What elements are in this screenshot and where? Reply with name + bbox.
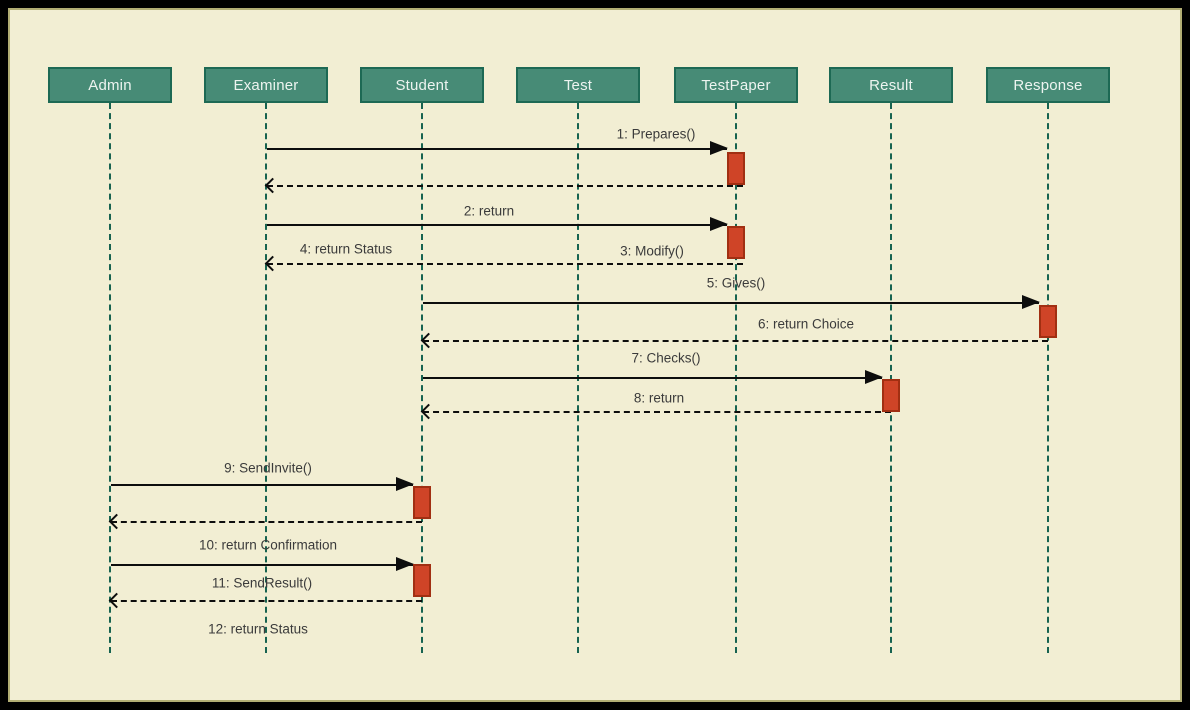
actor-box-testpaper: TestPaper (674, 67, 798, 103)
message-label-10: 10: return Confirmation (198, 537, 338, 553)
actor-box-result: Result (829, 67, 953, 103)
activation-response (1039, 305, 1057, 338)
message-label-4: 4: return Status (299, 241, 393, 257)
message-arrow-gives (423, 295, 1040, 309)
message-label-5: 5: Gives() (706, 275, 766, 291)
activation-testpaper-1 (727, 152, 745, 185)
lifeline-examiner (265, 103, 267, 653)
actor-box-response: Response (986, 67, 1110, 103)
return-arrow-12 (108, 592, 422, 609)
activation-result (882, 379, 900, 412)
message-label-12: 12: return Status (208, 621, 308, 637)
actor-box-student: Student (360, 67, 484, 103)
return-arrow-unlabeled-1 (264, 177, 743, 194)
message-label-3: 3: Modify() (620, 243, 684, 259)
message-label-7: 7: Checks() (631, 350, 701, 366)
activation-student-1 (413, 486, 431, 519)
message-arrow-return2 (267, 217, 728, 231)
return-arrow-status (264, 255, 743, 272)
message-label-8: 8: return (633, 390, 685, 406)
message-arrow-checks (423, 370, 883, 384)
return-arrow-8 (420, 403, 891, 420)
arrowhead-right-icon (396, 477, 414, 491)
actor-box-examiner: Examiner (204, 67, 328, 103)
arrowhead-right-icon (1022, 295, 1040, 309)
return-arrow-unlabeled-2 (108, 513, 422, 530)
message-arrow-sendresult (111, 557, 414, 571)
return-arrow-choice (420, 332, 1048, 349)
message-label-2: 2: return (463, 203, 515, 219)
message-arrow-sendinvite (111, 477, 414, 491)
activation-student-2 (413, 564, 431, 597)
actor-box-admin: Admin (48, 67, 172, 103)
message-label-11: 11: SendResult() (211, 575, 313, 591)
arrowhead-right-icon (396, 557, 414, 571)
arrowhead-right-icon (865, 370, 883, 384)
lifeline-result (890, 103, 892, 653)
sequence-diagram-canvas (8, 8, 1182, 702)
arrowhead-right-icon (710, 141, 728, 155)
lifeline-admin (109, 103, 111, 653)
message-label-9: 9: SendInvite() (224, 460, 312, 476)
message-label-6: 6: return Choice (757, 316, 855, 332)
lifeline-response (1047, 103, 1049, 653)
arrowhead-right-icon (710, 217, 728, 231)
message-label-1: 1: Prepares() (616, 126, 696, 142)
lifeline-student (421, 103, 423, 653)
activation-testpaper-2 (727, 226, 745, 259)
message-arrow-prepares (267, 141, 728, 155)
actor-box-test: Test (516, 67, 640, 103)
